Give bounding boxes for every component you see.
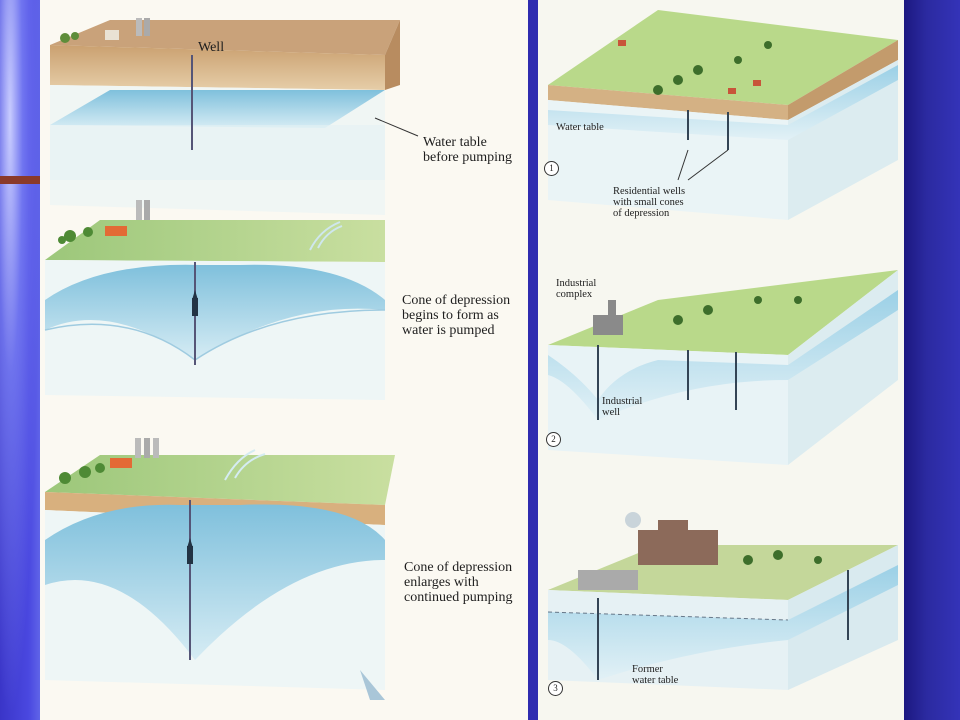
cone-diagram-svg [44, 18, 419, 700]
stage-1-block [50, 18, 419, 215]
residential-block [548, 10, 898, 220]
background-glow [0, 0, 40, 720]
stage-2-cone [45, 264, 385, 360]
industrial-land [548, 270, 898, 355]
panel-divider [528, 0, 538, 720]
urban-cone [548, 565, 898, 680]
well-label: Well [198, 40, 225, 55]
residential-wells-label: Residential wells with small cones of de… [613, 186, 686, 219]
cone-enlarges-label: Cone of depression enlarges with continu… [404, 560, 513, 605]
step-number-1: 1 [544, 161, 559, 176]
water-table-decline-figure: Water table Residential wells with small… [538, 0, 904, 720]
stage-2-field [45, 220, 385, 262]
stage-3-cone [45, 504, 385, 660]
water-table-before-pumping-label: Water table before pumping [423, 135, 513, 165]
step-number-3: 3 [548, 681, 563, 696]
former-water-table-label: Former water table [632, 664, 679, 686]
water-table-diagram-svg [547, 10, 898, 690]
cone-begins-label: Cone of depression begins to form as wat… [402, 293, 511, 338]
stage-3-field [45, 455, 395, 505]
step-number-2: 2 [546, 432, 561, 447]
urban-block [547, 512, 898, 690]
cone-of-depression-figure: Well Water table before pumping Cone of … [40, 0, 528, 720]
industrial-block [548, 270, 898, 465]
industrial-cone [548, 290, 898, 420]
stage-1-water-table [50, 90, 385, 128]
stage-1-soil [50, 45, 385, 90]
background-accent-bar [0, 176, 40, 184]
industrial-well-label: Industrial well [602, 396, 643, 418]
water-table-label: Water table [556, 122, 604, 133]
stage-3-block [45, 438, 395, 700]
residential-land [548, 10, 898, 105]
background-right-edge [904, 0, 960, 720]
industrial-complex-label: Industrial complex [556, 278, 597, 300]
stage-2-block [44, 200, 386, 400]
